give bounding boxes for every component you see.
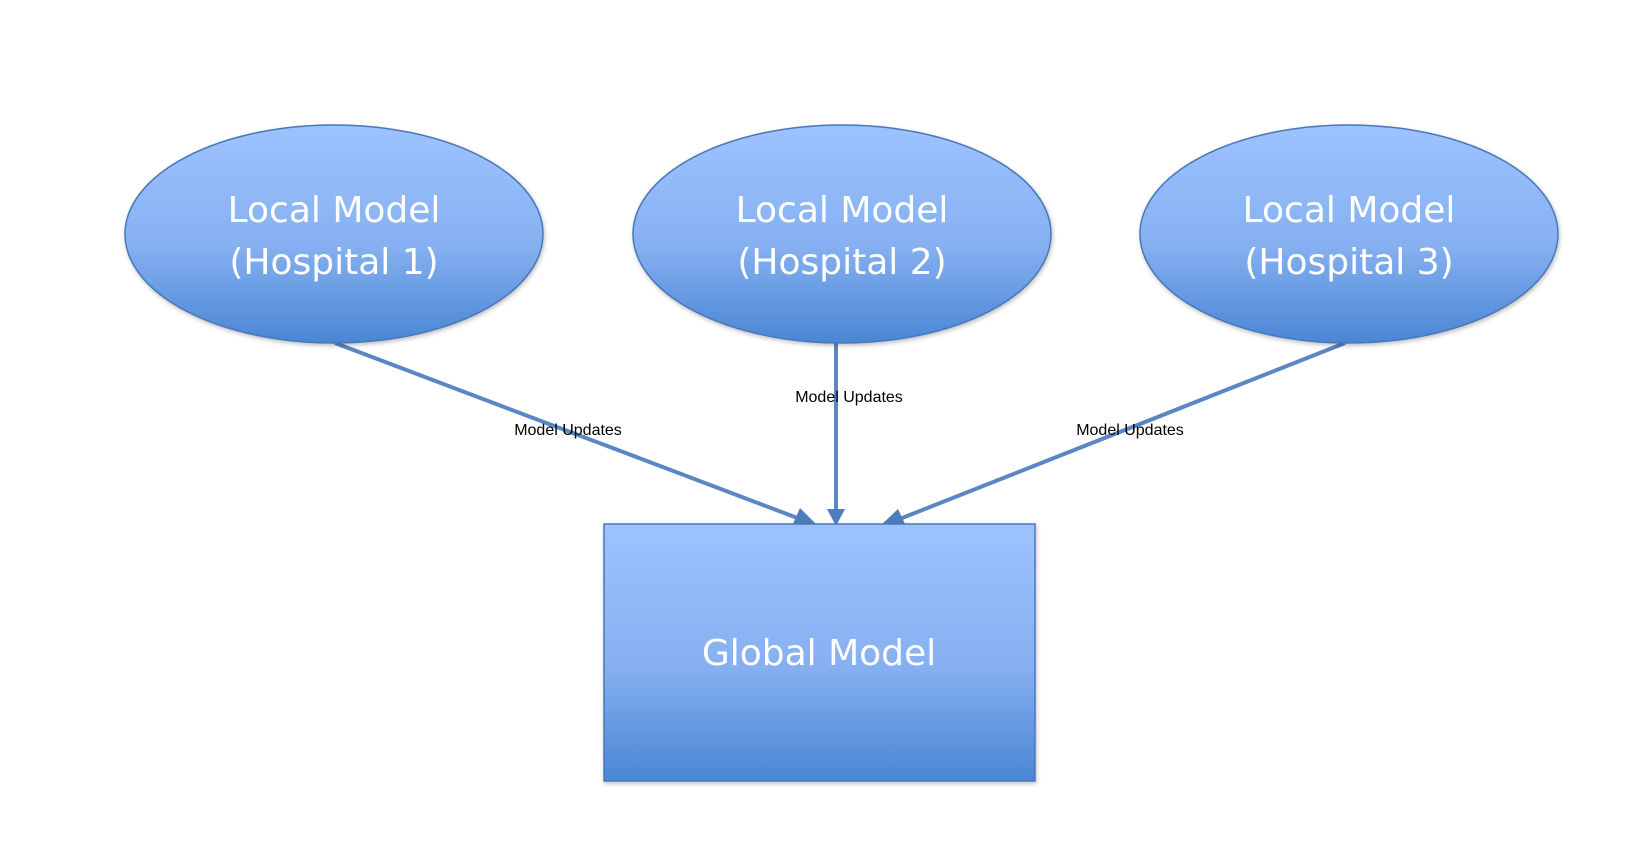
rectangle-shape	[603, 523, 1036, 782]
node-hospital-3: Local Model (Hospital 3)	[1139, 124, 1559, 344]
edge-label-hospital-1: Model Updates	[514, 422, 622, 439]
node-hospital-3-line1: Local Model	[1243, 190, 1456, 231]
node-global-model: Global Model	[603, 523, 1036, 782]
node-hospital-1-line1: Local Model	[228, 190, 441, 231]
node-hospital-2-line2: (Hospital 2)	[737, 242, 946, 283]
node-hospital-1: Local Model (Hospital 1)	[124, 124, 544, 344]
edge-label-hospital-2: Model Updates	[795, 389, 903, 406]
edge-label-hospital-3: Model Updates	[1076, 422, 1184, 439]
ellipse-shape	[124, 124, 544, 344]
node-hospital-2-line1: Local Model	[736, 190, 949, 231]
connector-hospital-1	[334, 341, 818, 526]
arrowhead-icon	[792, 508, 818, 526]
node-hospital-1-line2: (Hospital 1)	[229, 242, 438, 283]
connector-hospital-3	[880, 341, 1346, 526]
connector-hospital-2	[827, 343, 845, 526]
node-hospital-3-line2: (Hospital 3)	[1244, 242, 1453, 283]
ellipse-shape	[632, 124, 1052, 344]
node-hospital-2: Local Model (Hospital 2)	[632, 124, 1052, 344]
arrowhead-icon	[827, 509, 845, 526]
ellipse-shape	[1139, 124, 1559, 344]
arrowhead-icon	[880, 509, 906, 526]
node-global-model-label: Global Model	[702, 633, 936, 674]
